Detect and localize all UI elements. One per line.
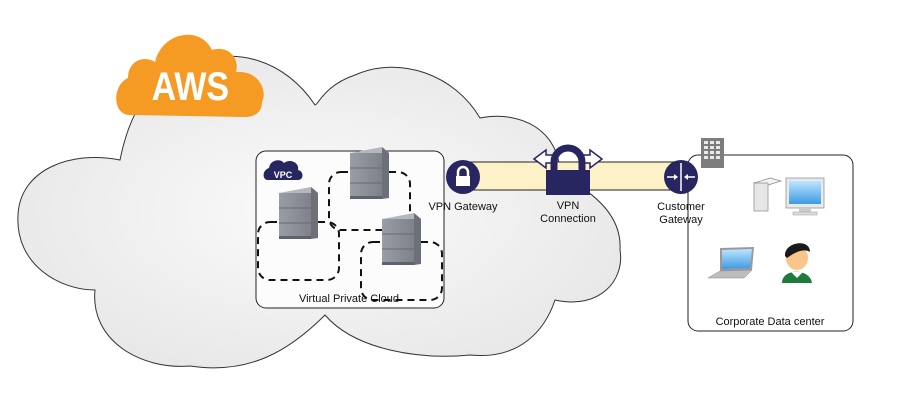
- server-icon: [350, 147, 389, 199]
- laptop-icon: [707, 247, 754, 279]
- server-icon: [279, 187, 318, 239]
- vpn-connection-lock-icon[interactable]: [532, 144, 604, 195]
- vpn-gateway-icon[interactable]: [446, 160, 480, 194]
- svg-text:VPC: VPC: [274, 170, 293, 180]
- user-icon: [782, 243, 812, 283]
- server-icon: [382, 213, 421, 265]
- customer-gateway-label-1: Customer: [657, 201, 705, 213]
- aws-logo-text: AWS: [152, 63, 229, 108]
- customer-gateway-label-2: Gateway: [659, 214, 703, 226]
- vpc-label: Virtual Private Cloud: [299, 293, 399, 305]
- vpn-gateway-label: VPN Gateway: [428, 201, 498, 213]
- vpn-connection-label-2: Connection: [540, 213, 596, 225]
- vpn-connection-label-1: VPN: [557, 200, 580, 212]
- desktop-computer-icon: [752, 177, 825, 216]
- aws-logo: AWS: [116, 34, 264, 117]
- vpc-badge: VPC: [263, 160, 303, 180]
- building-icon: [701, 138, 724, 168]
- customer-gateway-icon[interactable]: [664, 160, 698, 194]
- corporate-label: Corporate Data center: [716, 316, 825, 328]
